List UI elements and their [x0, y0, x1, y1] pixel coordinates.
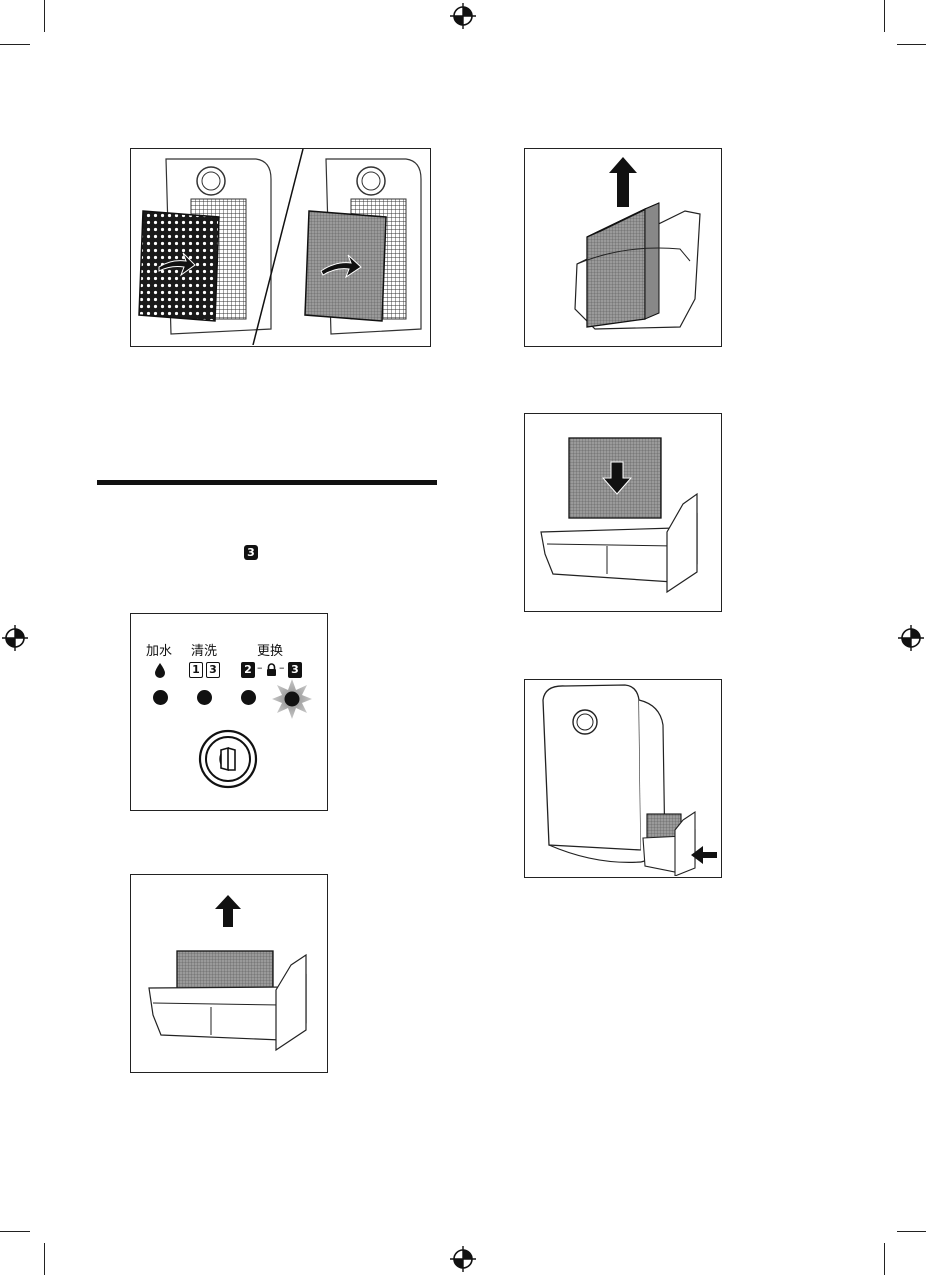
water-drop-icon	[153, 662, 167, 678]
insert-wick-filter-illustration	[524, 413, 722, 612]
replace-separator-right: –	[279, 661, 285, 674]
crop-mark-tl-h	[0, 44, 30, 45]
replace-number-2: 2	[241, 662, 255, 678]
registration-mark-right-icon	[898, 625, 924, 651]
label-replace: 更换	[257, 640, 283, 659]
crop-mark-bl-h	[0, 1231, 30, 1232]
label-clean: 清洗	[191, 640, 217, 659]
clean-number-1: 1	[189, 662, 203, 678]
filter-insertion-illustration	[130, 148, 431, 347]
lift-filter-out-illustration	[130, 874, 328, 1073]
label-add-water: 加水	[146, 640, 172, 659]
indicator-add-water	[153, 690, 168, 705]
replace-separator-left: –	[257, 661, 263, 674]
indicator-clean	[197, 690, 212, 705]
indicator-replace-2	[241, 690, 256, 705]
crop-mark-tr-v	[884, 0, 885, 32]
control-panel-illustration: 加水 清洗 更换 1 3 2 – – 3	[130, 613, 328, 811]
lift-wick-filter-illustration	[524, 148, 722, 347]
crop-mark-tl-v	[44, 0, 45, 32]
replace-number-3: 3	[288, 662, 302, 678]
inline-number-badge: 3	[244, 545, 258, 560]
filter-reset-icon[interactable]	[197, 728, 259, 790]
crop-mark-br-h	[897, 1231, 926, 1232]
crop-mark-bl-v	[44, 1243, 45, 1275]
clean-number-3: 3	[206, 662, 220, 678]
registration-mark-left-icon	[2, 625, 28, 651]
indicator-replace-3-glow	[271, 678, 313, 720]
insert-tray-illustration	[524, 679, 722, 878]
section-divider	[97, 480, 437, 485]
registration-mark-top-icon	[450, 3, 476, 29]
registration-mark-bottom-icon	[450, 1246, 476, 1272]
lock-icon	[266, 663, 277, 676]
crop-mark-tr-h	[897, 44, 926, 45]
crop-mark-br-v	[884, 1243, 885, 1275]
